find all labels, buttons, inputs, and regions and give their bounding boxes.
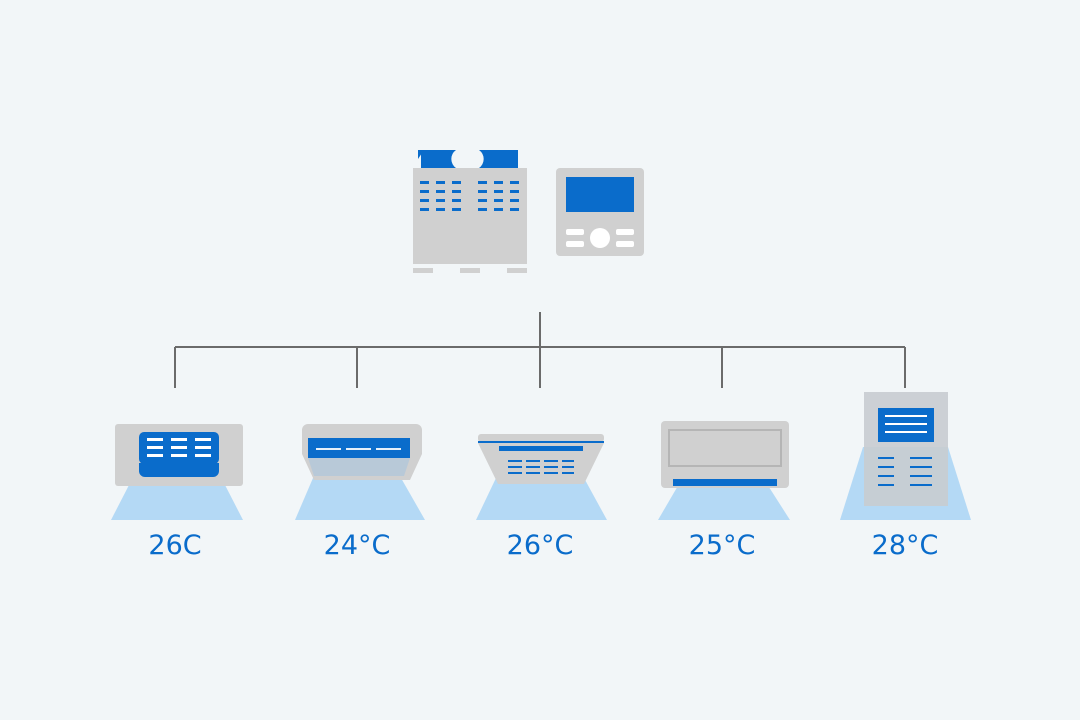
temperature-label-1: 26C bbox=[148, 530, 202, 561]
ceiling-suspended-icon bbox=[295, 424, 425, 520]
outdoor-unit-icon bbox=[413, 150, 527, 273]
four-way-cassette-icon bbox=[476, 434, 607, 520]
remote-controller-icon bbox=[556, 168, 644, 256]
temperature-label-3: 26°C bbox=[506, 530, 574, 561]
floor-standing-icon bbox=[840, 392, 971, 520]
temperature-label-4: 25°C bbox=[688, 530, 756, 561]
ceiling-cassette-icon bbox=[111, 424, 243, 520]
connection-lines bbox=[174, 312, 906, 388]
wall-mounted-icon bbox=[658, 421, 790, 520]
temperature-label-2: 24°C bbox=[323, 530, 391, 561]
temperature-label-5: 28°C bbox=[871, 530, 939, 561]
